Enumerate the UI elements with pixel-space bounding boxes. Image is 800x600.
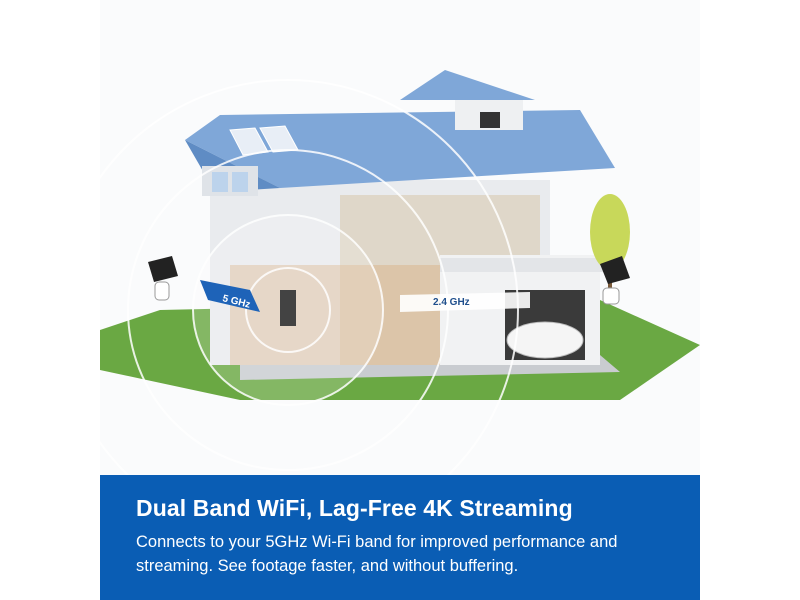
car	[506, 321, 584, 359]
feature-panel: Dual Band WiFi, Lag-Free 4K Streaming Co…	[100, 475, 700, 600]
feature-description: Connects to your 5GHz Wi-Fi band for imp…	[136, 533, 618, 575]
band-24ghz-ribbon	[400, 292, 530, 312]
feature-headline: Dual Band WiFi, Lag-Free 4K Streaming	[136, 495, 573, 521]
camera-left	[148, 256, 178, 301]
router	[280, 290, 296, 326]
camera-right	[600, 256, 630, 305]
band-5ghz-ribbon	[200, 280, 260, 312]
tree	[590, 194, 630, 270]
band-24ghz-label: 2.4 GHz	[433, 297, 470, 308]
house-illustration: 5 GHz 2.4 GHz	[57, 0, 700, 541]
